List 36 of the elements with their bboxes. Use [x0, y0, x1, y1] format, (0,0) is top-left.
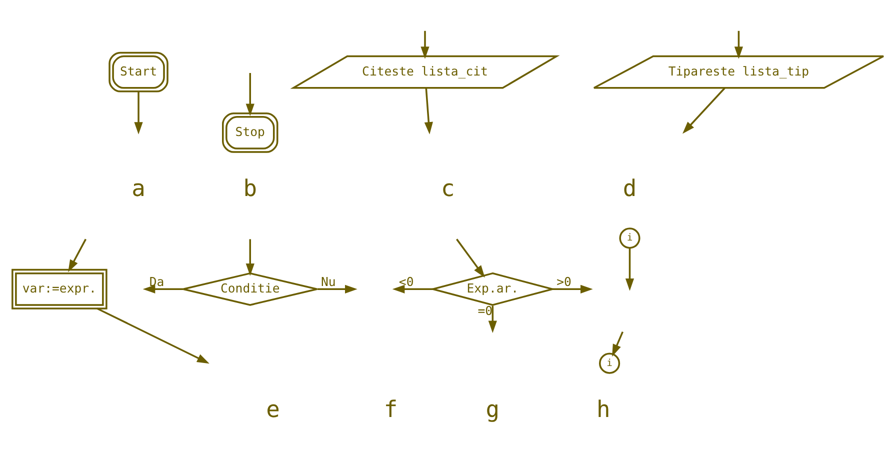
edge-label: <0 [398, 274, 414, 288]
arrow [612, 330, 624, 356]
edge-label: >0 [556, 274, 572, 288]
node-box: Start [108, 51, 168, 92]
edge-label: Nu [320, 274, 336, 288]
node-diamond: Conditie [182, 272, 318, 306]
arrow [682, 87, 726, 134]
label: b [243, 175, 257, 202]
label: f [384, 396, 398, 422]
node-box: var:=expr. [12, 268, 108, 309]
label: g [486, 396, 500, 422]
arrow [142, 284, 184, 293]
node-box: Stop [222, 112, 278, 152]
node-circle: i [619, 227, 640, 248]
node-circle: i [598, 352, 620, 374]
arrow [424, 88, 433, 134]
arrow [68, 238, 86, 272]
arrow [317, 284, 358, 293]
arrow [392, 284, 433, 293]
label: c [440, 175, 455, 202]
label: a [132, 175, 146, 202]
arrow [625, 247, 634, 290]
arrow [246, 238, 254, 276]
label: e [266, 396, 280, 422]
edge-label: Da [149, 274, 164, 288]
arrow [420, 30, 430, 58]
arrow [246, 72, 254, 116]
edge-label: =0 [478, 304, 493, 318]
arrow [456, 238, 485, 278]
arrow [134, 91, 143, 134]
label: d [622, 175, 637, 202]
arrow [96, 307, 210, 364]
label: h [596, 396, 610, 422]
arrow [552, 284, 593, 293]
arrow [488, 305, 497, 333]
arrow [734, 30, 744, 58]
